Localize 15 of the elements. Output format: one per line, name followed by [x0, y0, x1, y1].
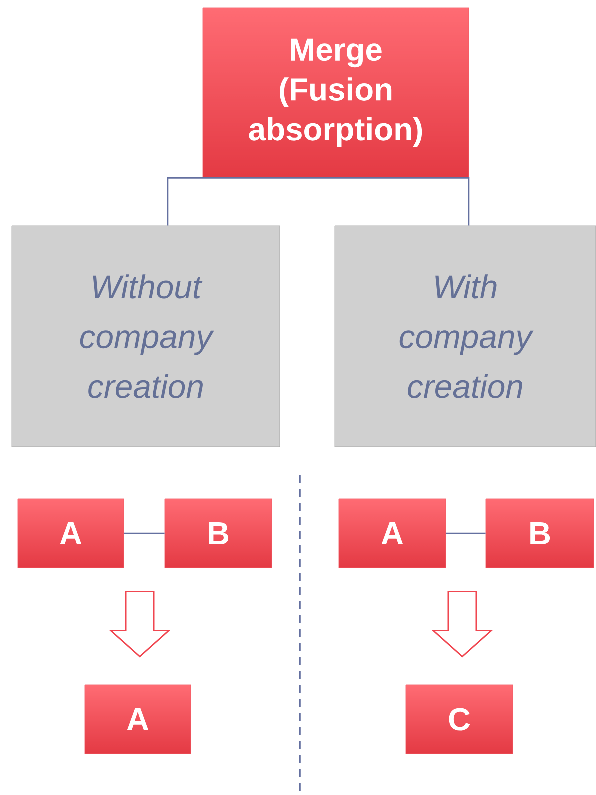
connector-line: [124, 532, 165, 534]
category-box: Without company creation: [12, 226, 280, 448]
entity-box: A: [338, 498, 446, 568]
entity-box: A: [18, 498, 124, 568]
entity-box: A: [84, 684, 192, 754]
entity-box: C: [406, 684, 514, 754]
entity-box: B: [486, 498, 594, 568]
merge-box: Merge (Fusion absorption): [202, 8, 470, 178]
entity-box: B: [164, 498, 272, 568]
connector-line: [446, 532, 486, 534]
connector-line: [167, 178, 336, 226]
block-arrow: [109, 591, 171, 658]
connector-line: [336, 178, 470, 226]
block-arrow: [432, 591, 494, 658]
category-box: With company creation: [334, 226, 596, 448]
